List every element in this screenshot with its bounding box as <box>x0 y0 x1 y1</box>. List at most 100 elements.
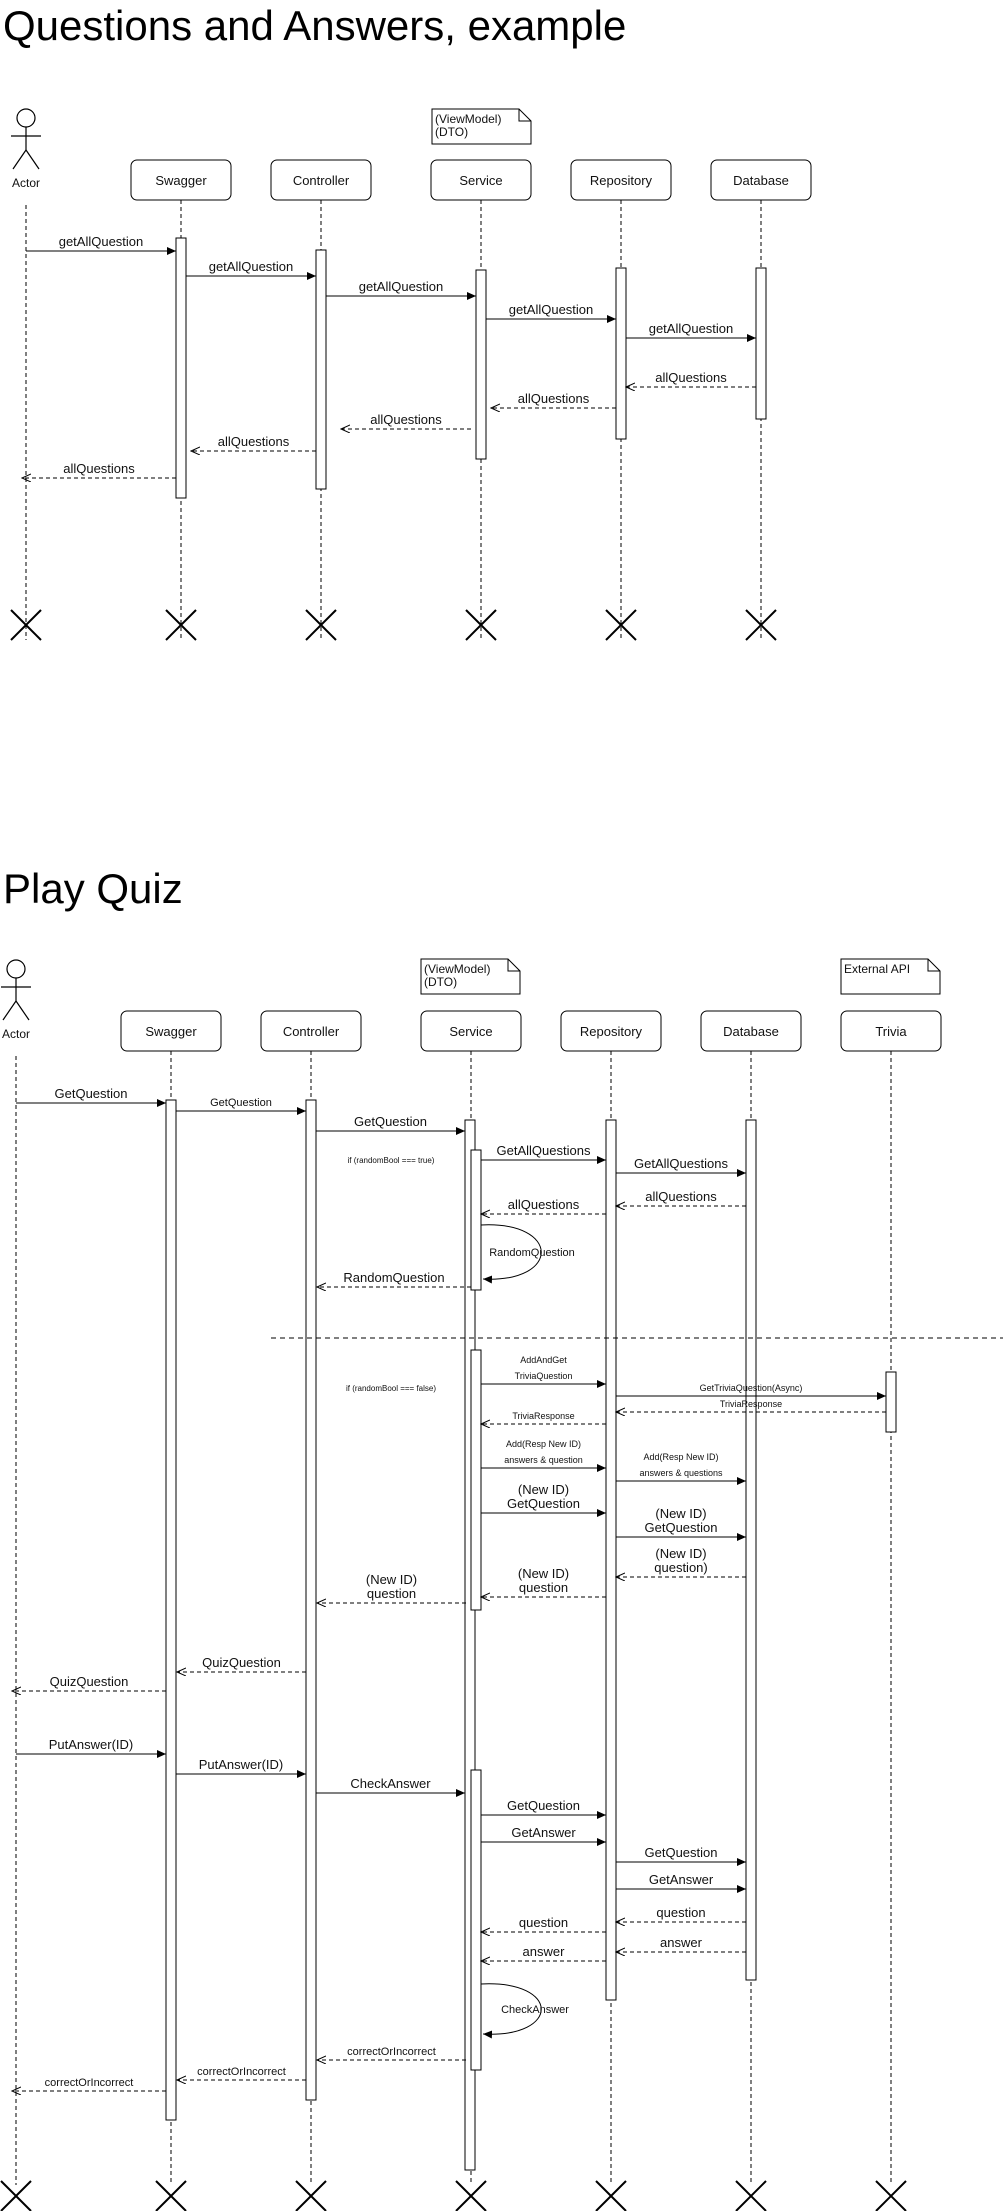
message-allquestions: allQuestions <box>341 412 471 429</box>
activation-bar <box>470 1769 482 2071</box>
destroy-marker <box>455 2180 487 2211</box>
participant-controller: Controller <box>270 159 372 640</box>
note-shape <box>840 958 941 995</box>
message-label: answer <box>523 1944 566 1959</box>
message-allquestions: allQuestions <box>626 370 756 387</box>
message-new-id-question: (New ID)question) <box>616 1546 746 1577</box>
message-label: question) <box>654 1560 707 1575</box>
message-allquestions: allQuestions <box>616 1189 746 1206</box>
participant-repository: Repository <box>560 1010 662 2185</box>
actor-head <box>6 959 26 979</box>
actor-leg <box>2 1000 17 1021</box>
note-fold <box>507 959 520 972</box>
section-title-questions-answers: Questions and Answers, example <box>3 2 627 49</box>
message-label: QuizQuestion <box>50 1674 129 1689</box>
message-label: (New ID) <box>366 1572 417 1587</box>
message-label: GetAllQuestions <box>497 1143 591 1158</box>
note-fold <box>927 959 940 972</box>
actor-leg <box>15 1000 30 1021</box>
message-label: GetQuestion <box>210 1097 272 1109</box>
participant-label: Swagger <box>145 1024 197 1039</box>
message-label: GetQuestion <box>507 1798 580 1813</box>
note-text: External API <box>844 962 910 976</box>
message-getallquestions: GetAllQuestions <box>481 1143 606 1164</box>
message-getquestion: GetQuestion <box>316 1114 465 1135</box>
destroy-marker <box>875 2180 907 2211</box>
actor: Actor <box>1 959 31 2185</box>
message-label: QuizQuestion <box>202 1655 281 1670</box>
message-label: getAllQuestion <box>649 321 734 336</box>
guard-label-true: if (randomBool === true) <box>348 1156 435 1165</box>
participant-label: Controller <box>293 173 350 188</box>
message-label: allQuestions <box>370 412 442 427</box>
message-label: answers & question <box>504 1455 583 1465</box>
message-label: (New ID) <box>655 1506 706 1521</box>
destroy-stroke <box>605 609 637 641</box>
destroy-marker <box>295 2180 327 2211</box>
destroy-stroke <box>155 2180 187 2211</box>
destroy-marker <box>465 609 497 641</box>
message-label: PutAnswer(ID) <box>199 1757 284 1772</box>
note: (ViewModel)(DTO) <box>420 958 521 995</box>
note-text: (ViewModel) <box>424 962 490 976</box>
destroy-marker <box>0 2180 32 2211</box>
note-text: (ViewModel) <box>435 112 501 126</box>
note-shape <box>420 958 521 995</box>
message-label: question <box>656 1905 705 1920</box>
message-getquestion: GetQuestion <box>481 1798 606 1819</box>
message-label: GetQuestion <box>507 1496 580 1511</box>
note-shape <box>431 108 532 145</box>
message-label: allQuestions <box>508 1197 580 1212</box>
message-label: CheckAnswer <box>350 1776 431 1791</box>
activation-bar <box>615 267 627 440</box>
destroy-marker <box>305 609 337 641</box>
message-label: AddAndGet <box>520 1355 567 1365</box>
note-text: (DTO) <box>435 125 468 139</box>
actor-head <box>16 108 36 128</box>
destroy-marker <box>10 609 42 641</box>
message-getallquestion: getAllQuestion <box>326 279 476 300</box>
message-quizquestion: QuizQuestion <box>12 1674 166 1691</box>
message-randomquestion: RandomQuestion <box>317 1270 471 1287</box>
message-label: correctOrIncorrect <box>45 2077 134 2089</box>
destroy-marker <box>155 2180 187 2211</box>
destroy-marker <box>165 609 197 641</box>
destroy-stroke <box>455 2180 487 2211</box>
message-new-id-question: (New ID)question <box>481 1566 606 1597</box>
activation-bar <box>464 1119 476 2171</box>
participant-label: Service <box>449 1024 492 1039</box>
activation-bar <box>745 1119 757 1981</box>
message-allquestions: allQuestions <box>22 461 176 478</box>
message-checkanswer: CheckAnswer <box>316 1776 465 1797</box>
destroy-stroke <box>10 609 42 641</box>
message-putanswer-id: PutAnswer(ID) <box>176 1757 306 1778</box>
message-label: GetAnswer <box>649 1872 714 1887</box>
message-label: RandomQuestion <box>489 1247 575 1259</box>
destroy-marker <box>605 609 637 641</box>
message-label: TriviaQuestion <box>515 1371 573 1381</box>
message-label: getAllQuestion <box>359 279 444 294</box>
destroy-stroke <box>745 609 777 641</box>
message-label: (New ID) <box>655 1546 706 1561</box>
message-getquestion: GetQuestion <box>616 1845 746 1866</box>
destroy-stroke <box>595 2180 627 2211</box>
message-answer: answer <box>616 1935 746 1952</box>
actor-label: Actor <box>2 1027 30 1041</box>
message-label: GetQuestion <box>645 1845 718 1860</box>
message-new-id-getquestion: (New ID)GetQuestion <box>481 1482 606 1517</box>
message-answer: answer <box>481 1944 606 1961</box>
message-add-resp-new-id-answers-questions: Add(Resp New ID)answers & questions <box>616 1452 746 1485</box>
message-label: correctOrIncorrect <box>197 2066 286 2078</box>
message-label: getAllQuestion <box>509 302 594 317</box>
message-getquestion: GetQuestion <box>176 1097 306 1115</box>
message-label: PutAnswer(ID) <box>49 1737 134 1752</box>
destroy-stroke <box>875 2180 907 2211</box>
message-correctorincorrect: correctOrIncorrect <box>177 2066 306 2080</box>
destroy-marker <box>735 2180 767 2211</box>
message-label: GetQuestion <box>354 1114 427 1129</box>
message-getallquestion: getAllQuestion <box>626 321 756 342</box>
participant-label: Controller <box>283 1024 340 1039</box>
actor-leg <box>12 149 27 170</box>
activation-bar <box>175 237 187 499</box>
